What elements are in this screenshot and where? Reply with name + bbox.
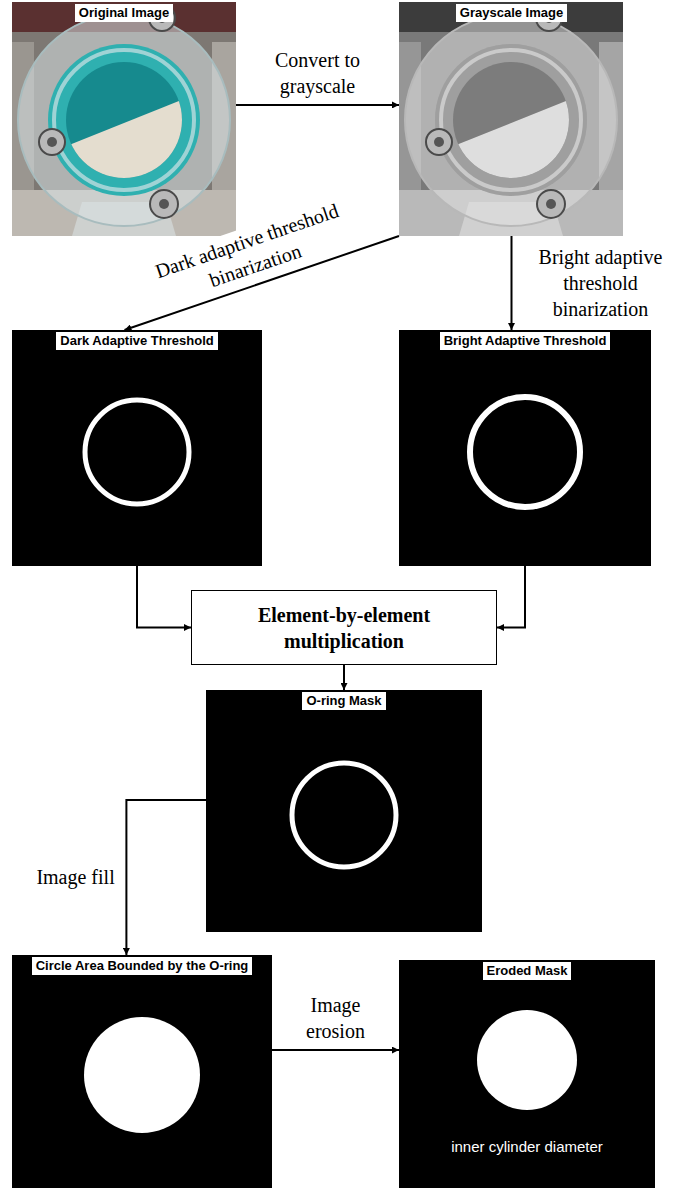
flow-arrow [126, 800, 206, 955]
panel-title: Bright Adaptive Threshold [440, 332, 611, 350]
image-panel: Eroded Mask inner cylinder diameter [399, 960, 655, 1188]
bolt [39, 129, 65, 155]
image-panel: Circle Area Bounded by the O-ring [12, 955, 272, 1188]
step-label: Image erosion [281, 992, 391, 1044]
panel-title: Eroded Mask [483, 962, 572, 980]
panel-title: Circle Area Bounded by the O-ring [32, 957, 253, 975]
step-label: Convert to grayscale [248, 47, 388, 99]
bolt [150, 190, 178, 218]
panel-title: Original Image [75, 4, 173, 22]
binary-image [12, 955, 272, 1188]
image-panel: Bright Adaptive Threshold [399, 330, 651, 566]
bolt-head [47, 137, 57, 147]
binary-image [399, 960, 655, 1188]
photo [12, 2, 236, 236]
photo-wall [12, 2, 236, 236]
ring-mask [470, 397, 580, 507]
panel-title: O-ring Mask [302, 692, 385, 710]
teal-ring [48, 44, 200, 196]
binary-image [399, 330, 651, 566]
ring-mask [85, 400, 189, 504]
flow-arrow [497, 566, 525, 628]
flow-arrow [343, 665, 345, 690]
panel-title: Grayscale Image [456, 4, 567, 22]
flow-arrow [510, 236, 512, 330]
flow-arrow [272, 1049, 399, 1051]
binary-image [12, 330, 262, 566]
acrylic-disk [18, 14, 230, 226]
panel-title: Dark Adaptive Threshold [56, 332, 217, 350]
grayscale-photo [399, 2, 623, 236]
bolt-head [159, 199, 169, 209]
ring-mask [292, 763, 396, 867]
box-label: Element-by-element multiplication [202, 602, 486, 654]
sand [52, 94, 196, 192]
step-label: Image fill [34, 864, 116, 890]
flow-arrow [137, 566, 191, 628]
image-panel: Dark Adaptive Threshold [12, 330, 262, 566]
step-label: Dark adaptive threshold binarization [133, 191, 369, 315]
image-panel: O-ring Mask [206, 690, 482, 932]
image-panel: Grayscale Image [399, 2, 624, 236]
step-label: Bright adaptive threshold binarization [521, 244, 679, 322]
image-panel: Original Image [12, 2, 236, 236]
process-box: Element-by-element multiplication [191, 590, 497, 665]
filled-circle [477, 1010, 577, 1110]
filled-circle [84, 1017, 200, 1133]
binary-image [206, 690, 482, 932]
flow-arrow [236, 104, 399, 106]
panel-note: inner cylinder diameter [399, 1138, 655, 1155]
